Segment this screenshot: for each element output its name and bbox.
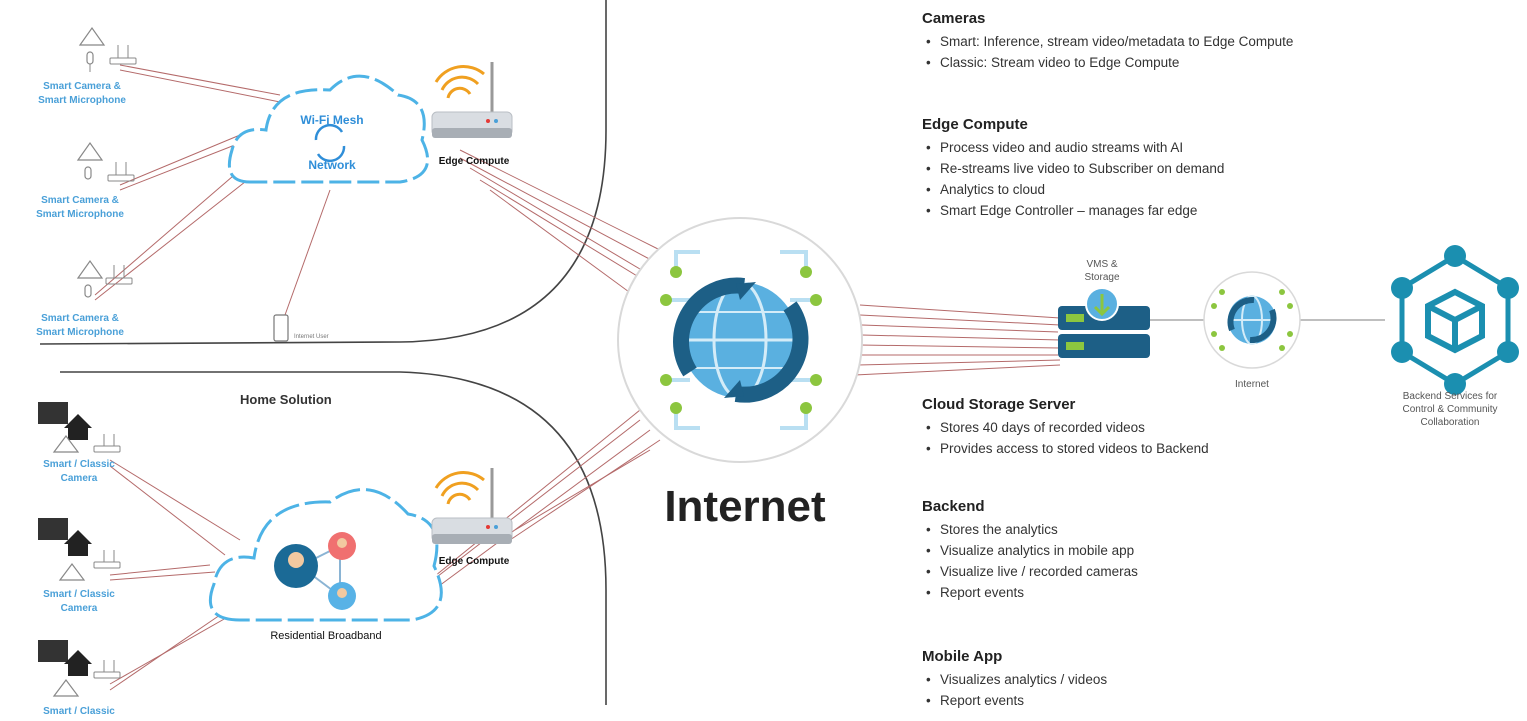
antenna-icon <box>93 550 121 569</box>
antenna-icon <box>93 660 121 679</box>
device-label: Smart / Classic Camera <box>43 589 115 614</box>
section-backend: Backend Stores the analytics Visualize a… <box>922 498 1362 603</box>
device-label: Smart Camera & Smart Microphone <box>36 195 124 220</box>
antenna-icon <box>109 45 137 65</box>
device-label: Smart / Classic Camera <box>43 459 115 484</box>
wifi-mesh-cloud <box>227 74 430 184</box>
antenna-icon <box>93 434 121 453</box>
bullet-item: Stores 40 days of recorded videos <box>926 417 1362 438</box>
network-label: Network <box>308 158 356 172</box>
bullet-item: Classic: Stream video to Edge Compute <box>926 52 1442 73</box>
edge-compute-label-top: Edge Compute <box>438 156 510 167</box>
bullet-item: Visualize live / recorded cameras <box>926 561 1362 582</box>
bullet-list: Smart: Inference, stream video/metadata … <box>922 31 1442 73</box>
bullet-item: Visualize analytics in mobile app <box>926 540 1362 561</box>
section-mobile-app: Mobile App Visualizes analytics / videos… <box>922 648 1362 711</box>
bullet-list: Stores the analytics Visualize analytics… <box>922 519 1362 603</box>
residential-broadband-label: Residential Broadband <box>270 630 382 642</box>
edge-compute-label-bottom: Edge Compute <box>438 556 510 567</box>
residential-broadband-cloud <box>208 488 443 622</box>
camera-photo-icon <box>38 640 68 662</box>
edge-compute-router-top <box>431 62 513 138</box>
internet-globe-large <box>617 217 863 463</box>
backend-services-hexagon-icon <box>1391 245 1519 395</box>
backend-services-label: Backend Services for Control & Community… <box>1402 391 1498 428</box>
section-cameras: Cameras Smart: Inference, stream video/m… <box>922 10 1442 73</box>
internet-small-label: Internet <box>1235 379 1269 390</box>
section-title: Cameras <box>922 10 986 27</box>
home-solution-title: Home Solution <box>240 392 332 407</box>
antenna-icon <box>105 265 133 285</box>
smart-camera-device-1 <box>78 26 137 72</box>
section-cloud-storage: Cloud Storage Server Stores 40 days of r… <box>922 396 1362 459</box>
microphone-icon <box>84 284 92 298</box>
bullet-list: Stores 40 days of recorded videos Provid… <box>922 417 1362 459</box>
bullet-list: Process video and audio streams with AI … <box>922 137 1382 221</box>
bullet-item: Report events <box>926 582 1362 603</box>
camera-photo-icon <box>38 518 68 540</box>
bullet-item: Report events <box>926 690 1362 711</box>
bullet-item: Process video and audio streams with AI <box>926 137 1382 158</box>
bullet-item: Visualizes analytics / videos <box>926 669 1362 690</box>
bullet-item: Smart Edge Controller – manages far edge <box>926 200 1382 221</box>
bullet-list: Visualizes analytics / videos Report eve… <box>922 669 1362 711</box>
bullet-item: Smart: Inference, stream video/metadata … <box>926 31 1442 52</box>
house-icon <box>64 650 92 676</box>
vms-storage-server-icon <box>1058 287 1150 358</box>
camera-icon <box>52 679 80 697</box>
internet-globe-small <box>1203 271 1301 369</box>
bullet-item: Re-streams live video to Subscriber on d… <box>926 158 1382 179</box>
wifi-mesh-label: Wi-Fi Mesh <box>300 113 364 127</box>
smart-camera-device-2 <box>76 141 135 182</box>
internet-user-label: Internet User <box>294 334 329 340</box>
house-icon <box>64 530 92 556</box>
bullet-item: Provides access to stored videos to Back… <box>926 438 1362 459</box>
microphone-icon <box>84 166 92 180</box>
internet-user-phone-icon <box>273 314 289 342</box>
edge-compute-router-bottom <box>431 468 513 544</box>
home-camera-device-2 <box>38 518 121 581</box>
camera-icon <box>58 563 86 581</box>
section-title: Backend <box>922 498 985 515</box>
section-edge-compute: Edge Compute Process video and audio str… <box>922 116 1382 221</box>
house-icon <box>64 414 92 440</box>
device-label: Smart Camera & Smart Microphone <box>36 313 124 338</box>
antenna-icon <box>107 162 135 182</box>
wifi-signal-icon <box>434 471 485 505</box>
sync-arrows-icon <box>314 123 346 163</box>
home-camera-device-1 <box>38 402 121 453</box>
vms-storage-label: VMS & Storage <box>1084 259 1120 283</box>
top-divider-curve <box>39 0 607 345</box>
camera-photo-icon <box>38 402 68 424</box>
people-network-icon <box>274 532 356 610</box>
section-title: Mobile App <box>922 648 1003 665</box>
camera-icon <box>52 435 80 453</box>
section-title: Edge Compute <box>922 116 1028 133</box>
bullet-item: Stores the analytics <box>926 519 1362 540</box>
wifi-signal-icon <box>434 65 485 99</box>
smart-camera-device-3 <box>76 259 133 298</box>
bullet-item: Analytics to cloud <box>926 179 1382 200</box>
device-label: Smart / Classic <box>43 706 115 717</box>
camera-icon <box>78 26 106 46</box>
microphone-icon <box>86 51 94 65</box>
camera-icon <box>76 141 104 161</box>
camera-icon <box>76 259 104 279</box>
section-title: Cloud Storage Server <box>922 396 1076 413</box>
bottom-divider-curve <box>60 371 607 705</box>
connector-lines <box>94 64 1061 691</box>
internet-title: Internet <box>664 482 826 531</box>
home-camera-device-3 <box>38 640 121 697</box>
device-label: Smart Camera & Smart Microphone <box>38 81 126 106</box>
